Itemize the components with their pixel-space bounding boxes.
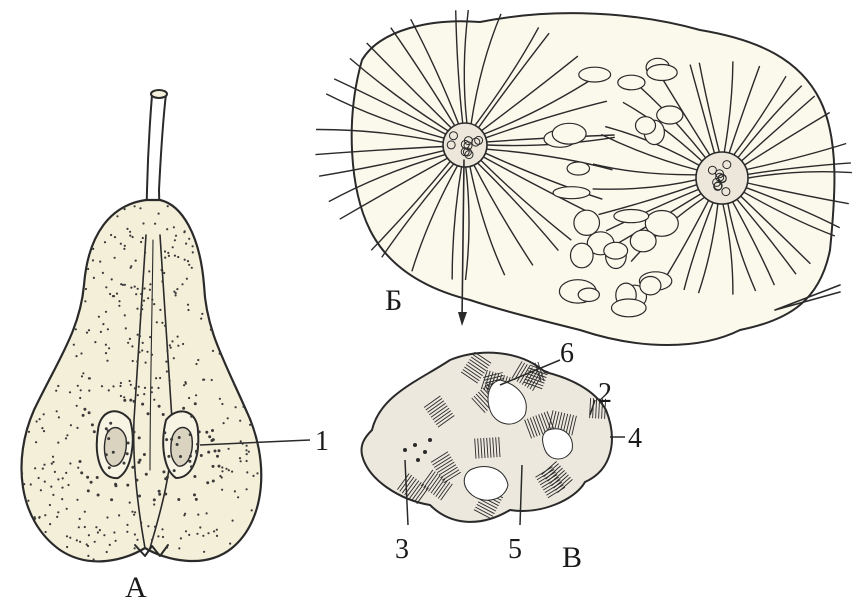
- callout-label-1: 1: [315, 426, 329, 457]
- panel-label-a: А: [125, 571, 147, 602]
- callout-label-6: 6: [560, 338, 574, 369]
- stone-cell-section-drawing: [361, 352, 611, 522]
- pear-section-drawing: [21, 90, 261, 561]
- callout-label-2: 2: [598, 378, 612, 409]
- panel-label-c: В: [562, 541, 582, 574]
- callout-label-4: 4: [628, 423, 642, 454]
- panel-label-b: Б: [385, 284, 402, 317]
- callout-label-3: 3: [395, 534, 409, 565]
- callout-label-5: 5: [508, 534, 522, 565]
